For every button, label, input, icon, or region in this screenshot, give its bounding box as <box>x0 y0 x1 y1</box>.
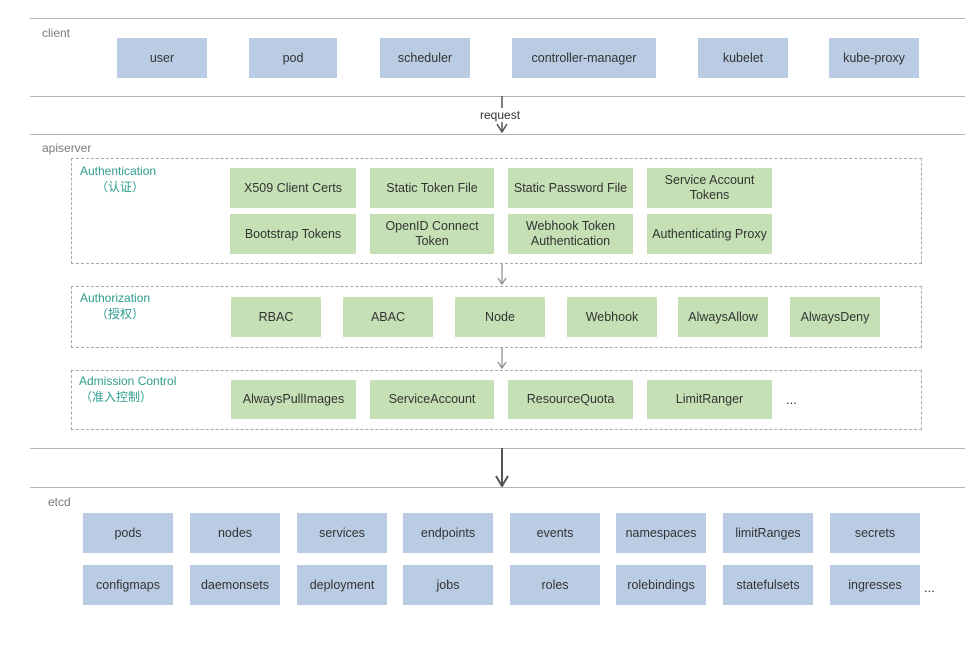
admission-control-group <box>71 370 922 430</box>
client-bottom-divider <box>30 96 965 97</box>
authz-alwaysdeny[interactable]: AlwaysDeny <box>790 297 880 337</box>
authentication-subtitle: （认证） <box>96 180 145 194</box>
authz-rbac[interactable]: RBAC <box>231 297 321 337</box>
etcd-pods[interactable]: pods <box>83 513 173 553</box>
client-kube-proxy[interactable]: kube-proxy <box>829 38 919 78</box>
auth-webhook-token-authentication[interactable]: Webhook Token Authentication <box>508 214 633 254</box>
etcd-top-divider <box>30 487 965 488</box>
client-scheduler[interactable]: scheduler <box>380 38 470 78</box>
auth-openid-connect-token[interactable]: OpenID Connect Token <box>370 214 494 254</box>
etcd-nodes[interactable]: nodes <box>190 513 280 553</box>
authz-webhook[interactable]: Webhook <box>567 297 657 337</box>
apiserver-to-etcd-arrow <box>495 448 509 488</box>
request-label: request <box>478 108 523 122</box>
etcd-configmaps[interactable]: configmaps <box>83 565 173 605</box>
etcd-secrets[interactable]: secrets <box>830 513 920 553</box>
auth-static-password-file[interactable]: Static Password File <box>508 168 633 208</box>
client-section-label: client <box>42 26 71 40</box>
authentication-group <box>71 158 922 264</box>
admission-more-ellipsis: ... <box>786 392 797 407</box>
authz-alwaysallow[interactable]: AlwaysAllow <box>678 297 768 337</box>
admission-alwayspullimages[interactable]: AlwaysPullImages <box>231 380 356 419</box>
etcd-limitranges[interactable]: limitRanges <box>723 513 813 553</box>
etcd-more-ellipsis: ... <box>924 580 935 595</box>
etcd-deployment[interactable]: deployment <box>297 565 387 605</box>
apiserver-section-label: apiserver <box>42 141 92 155</box>
etcd-jobs[interactable]: jobs <box>403 565 493 605</box>
etcd-rolebindings[interactable]: rolebindings <box>616 565 706 605</box>
admission-control-subtitle: （准入控制） <box>80 390 153 404</box>
auth-bootstrap-tokens[interactable]: Bootstrap Tokens <box>230 214 356 254</box>
auth-to-authz-arrow <box>497 264 507 286</box>
client-top-divider <box>30 18 965 19</box>
etcd-statefulsets[interactable]: statefulsets <box>723 565 813 605</box>
auth-static-token-file[interactable]: Static Token File <box>370 168 494 208</box>
etcd-daemonsets[interactable]: daemonsets <box>190 565 280 605</box>
authentication-title: Authentication <box>80 164 157 178</box>
admission-control-title: Admission Control <box>79 374 177 388</box>
admission-resourcequota[interactable]: ResourceQuota <box>508 380 633 419</box>
apiserver-bottom-divider <box>30 448 965 449</box>
auth-x509-client-certs[interactable]: X509 Client Certs <box>230 168 356 208</box>
apiserver-top-divider <box>30 134 965 135</box>
etcd-section-label: etcd <box>48 495 71 509</box>
authorization-title: Authorization <box>80 291 151 305</box>
authorization-subtitle: （授权） <box>96 307 145 321</box>
etcd-services[interactable]: services <box>297 513 387 553</box>
client-controller-manager[interactable]: controller-manager <box>512 38 656 78</box>
client-kubelet[interactable]: kubelet <box>698 38 788 78</box>
etcd-roles[interactable]: roles <box>510 565 600 605</box>
auth-authenticating-proxy[interactable]: Authenticating Proxy <box>647 214 772 254</box>
authorization-group <box>71 286 922 348</box>
client-user[interactable]: user <box>117 38 207 78</box>
etcd-endpoints[interactable]: endpoints <box>403 513 493 553</box>
admission-serviceaccount[interactable]: ServiceAccount <box>370 380 494 419</box>
admission-limitranger[interactable]: LimitRanger <box>647 380 772 419</box>
etcd-events[interactable]: events <box>510 513 600 553</box>
etcd-ingresses[interactable]: ingresses <box>830 565 920 605</box>
client-pod[interactable]: pod <box>249 38 337 78</box>
auth-service-account-tokens[interactable]: Service Account Tokens <box>647 168 772 208</box>
etcd-namespaces[interactable]: namespaces <box>616 513 706 553</box>
authz-abac[interactable]: ABAC <box>343 297 433 337</box>
authz-node[interactable]: Node <box>455 297 545 337</box>
authz-to-admission-arrow <box>497 348 507 370</box>
